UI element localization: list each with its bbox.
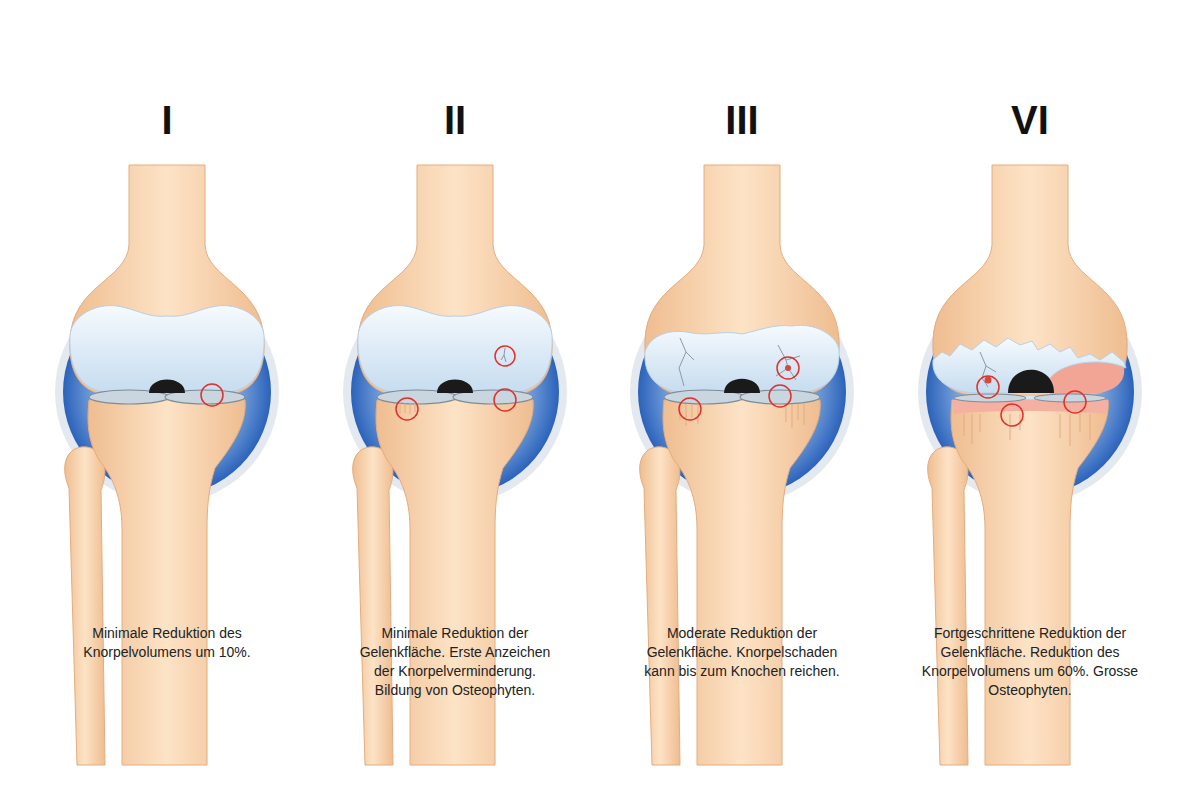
cartilage-crack bbox=[501, 348, 506, 362]
cartilage-crack bbox=[980, 352, 996, 387]
damage-marker bbox=[495, 346, 515, 366]
intercondylar-notch bbox=[724, 379, 760, 393]
cartilage-cap bbox=[70, 306, 264, 393]
damage-marker bbox=[1064, 391, 1086, 413]
stage-numeral: III bbox=[682, 98, 802, 142]
knee-base bbox=[55, 165, 279, 765]
stage-caption: Fortgeschrittene Reduktion der Gelenkflä… bbox=[920, 624, 1140, 700]
intercondylar-notch bbox=[1008, 370, 1054, 393]
stage-caption: Moderate Reduktion der Gelenkfläche. Kno… bbox=[642, 624, 842, 681]
stage-numeral: II bbox=[395, 98, 515, 142]
cartilage-cap bbox=[645, 325, 839, 393]
knee-base bbox=[630, 165, 854, 765]
knee-base bbox=[918, 165, 1142, 765]
cartilage-crack bbox=[679, 338, 694, 386]
knee-stage-1 bbox=[55, 165, 279, 765]
meniscus-right bbox=[1034, 394, 1106, 402]
damage-marker bbox=[977, 376, 999, 398]
knee-base bbox=[343, 165, 567, 765]
damage-marker bbox=[769, 385, 791, 407]
damage-marker bbox=[494, 389, 516, 411]
stage-caption: Minimale Reduktion der Gelenkfläche. Ers… bbox=[355, 624, 555, 700]
damage-marker bbox=[396, 398, 418, 420]
damage-marker bbox=[777, 357, 799, 379]
cartilage-cap bbox=[358, 306, 552, 393]
lesion-spot bbox=[785, 365, 791, 371]
cartilage-cap bbox=[933, 338, 1126, 393]
intercondylar-notch bbox=[149, 380, 185, 394]
damage-marker bbox=[679, 398, 701, 420]
bone-striation bbox=[964, 414, 1090, 446]
lesion-spot bbox=[985, 377, 992, 384]
knee-stage-3 bbox=[630, 165, 854, 765]
damage-marker bbox=[201, 384, 223, 406]
stage-numeral: I bbox=[107, 98, 227, 142]
knee-stage-2 bbox=[343, 165, 567, 765]
stage-numeral: VI bbox=[970, 98, 1090, 142]
knee-stage-4 bbox=[918, 165, 1142, 765]
damage-marker bbox=[1001, 404, 1023, 426]
stage-caption: Minimale Reduktion des Knorpelvolumens u… bbox=[67, 624, 267, 662]
bone-striation bbox=[400, 403, 415, 414]
intercondylar-notch bbox=[437, 380, 473, 394]
cartilage-crack bbox=[776, 345, 800, 380]
